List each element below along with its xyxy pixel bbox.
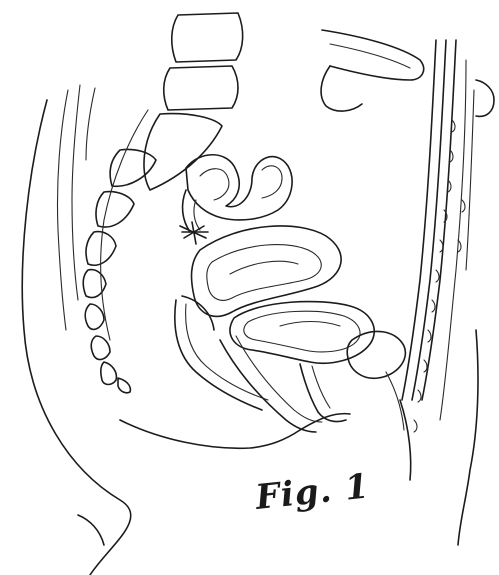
body-outline-back xyxy=(22,100,131,575)
sacral-canal xyxy=(101,110,148,340)
body-outline-front xyxy=(458,330,478,545)
perineum-outline xyxy=(120,420,300,448)
coccyx-tip xyxy=(118,378,130,393)
sigmoid-colon xyxy=(183,155,293,232)
suture-mark xyxy=(180,222,208,244)
sigmoid-outer xyxy=(186,155,292,220)
uterine-cavity xyxy=(230,261,298,274)
lumbar-vertebra-2 xyxy=(164,66,238,110)
buttock-fold xyxy=(78,515,104,545)
posterior-fascia-2 xyxy=(72,85,80,300)
coccyx-segment-2 xyxy=(85,304,104,329)
uterus-outer xyxy=(192,226,342,316)
posterior-fascia-1 xyxy=(57,90,68,330)
sigmoid-inner xyxy=(200,169,229,200)
mons-fat xyxy=(386,372,404,430)
urethra xyxy=(300,364,318,412)
sacral-segment-1 xyxy=(110,149,156,186)
bladder-inner xyxy=(244,311,360,352)
anterior-abdominal-wall xyxy=(402,40,494,420)
sacrum-body xyxy=(144,114,222,190)
rectosigmoid xyxy=(183,190,190,232)
sigmoid-inner-2 xyxy=(262,166,282,198)
uterus xyxy=(192,226,342,316)
urethra-inner xyxy=(312,366,330,408)
sacral-segment-2 xyxy=(96,192,134,227)
lumbar-vertebra-1 xyxy=(172,13,243,62)
uterus-inner xyxy=(207,245,321,301)
pouch-of-douglas xyxy=(182,296,214,330)
perineal-body xyxy=(300,414,350,430)
coccyx-segment-4 xyxy=(101,362,117,385)
bowel-loops xyxy=(321,30,424,111)
coccyx-segment-1 xyxy=(83,270,106,298)
sacrum-coccyx xyxy=(83,13,242,393)
bladder-lumen xyxy=(280,322,340,327)
coccyx-segment-3 xyxy=(91,336,110,359)
posterior-fascia-3 xyxy=(86,88,95,160)
bladder xyxy=(230,302,374,364)
